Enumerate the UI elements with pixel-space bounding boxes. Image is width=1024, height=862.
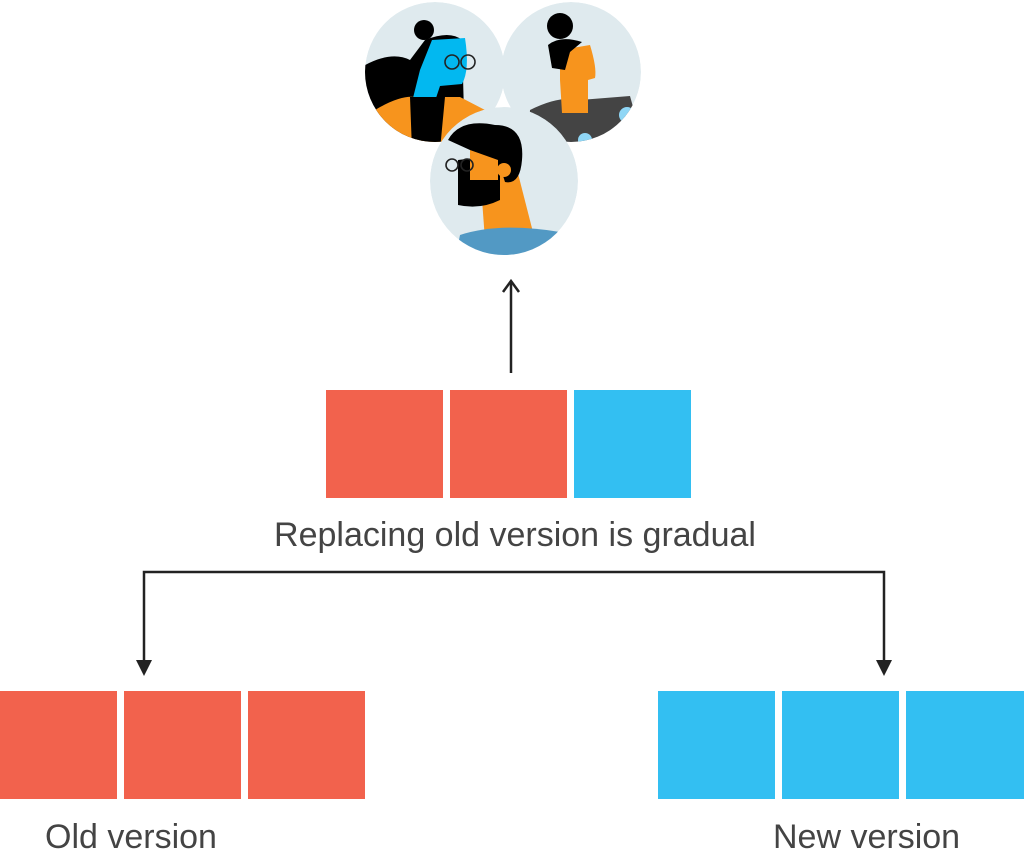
old-block-1 <box>0 691 117 799</box>
new-block-1 <box>658 691 775 799</box>
arrow-head-left <box>136 660 152 676</box>
middle-label: Replacing old version is gradual <box>274 516 756 554</box>
old-block-3 <box>248 691 365 799</box>
arrow-head-right <box>876 660 892 676</box>
middle-block-old-1 <box>326 390 443 498</box>
old-block-2 <box>124 691 241 799</box>
old-version-label: Old version <box>45 818 217 856</box>
user-avatar-bearded-man-icon <box>430 107 578 255</box>
arrow-up-to-users <box>501 278 521 373</box>
middle-block-new-1 <box>574 390 691 498</box>
new-version-label: New version <box>773 818 961 856</box>
middle-block-old-2 <box>450 390 567 498</box>
split-arrow <box>142 570 886 670</box>
user-avatar-woman-icon <box>365 2 505 142</box>
new-block-3 <box>906 691 1024 799</box>
new-block-2 <box>782 691 899 799</box>
